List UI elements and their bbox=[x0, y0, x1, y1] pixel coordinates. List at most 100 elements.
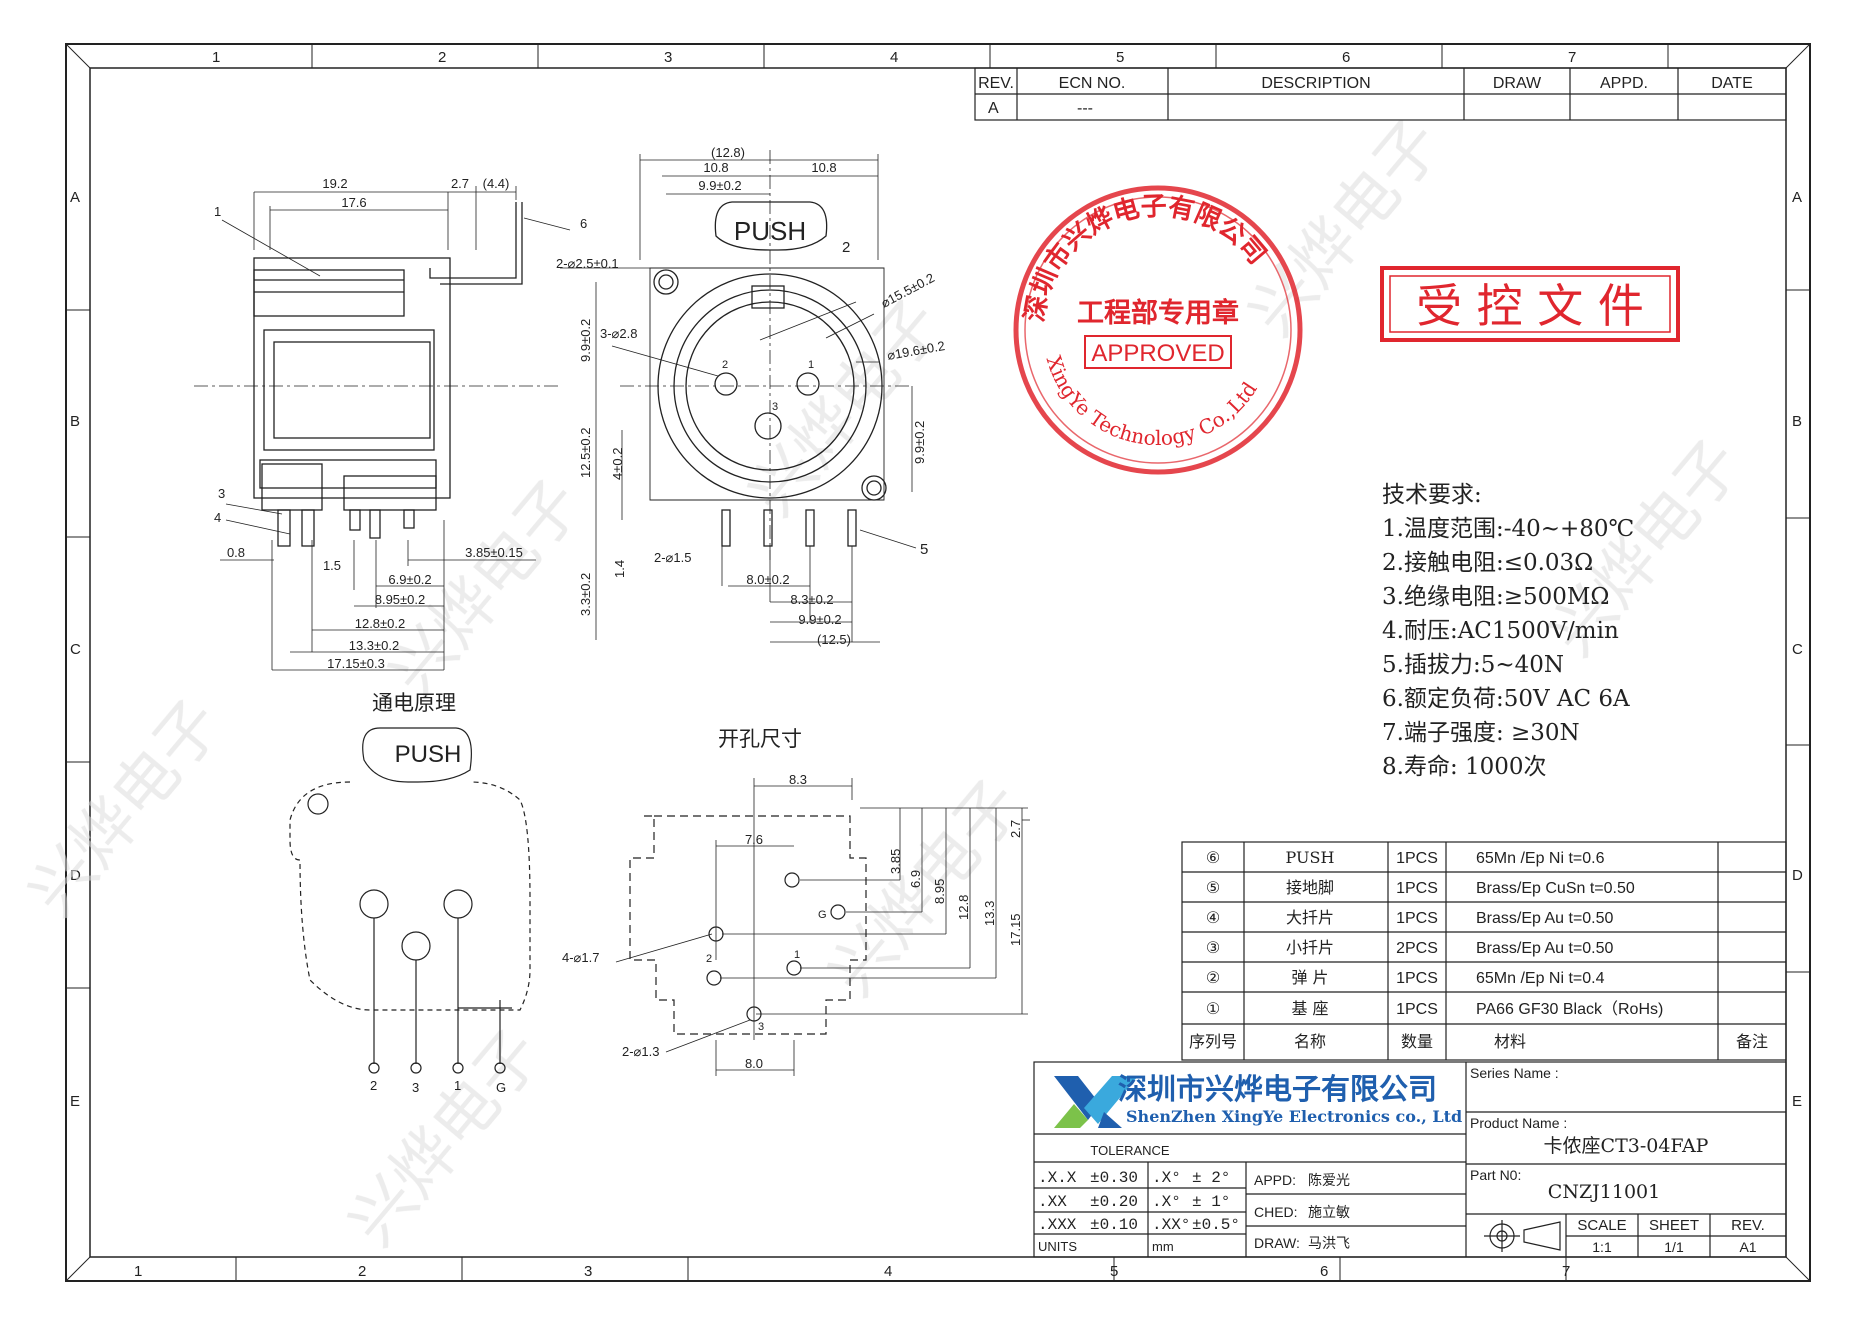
bom-material: Brass/Ep Au t=0.50 bbox=[1476, 910, 1614, 927]
projection-symbol-icon bbox=[1484, 1220, 1561, 1252]
dim-label: 9.9±0.2 bbox=[698, 178, 741, 193]
draw-label: DRAW: bbox=[1254, 1235, 1300, 1251]
schematic-pin-label: G bbox=[496, 1080, 506, 1095]
dim-label: 12.8 bbox=[956, 895, 971, 920]
zone-left-c: C bbox=[70, 641, 81, 658]
zone-right-d: D bbox=[1792, 867, 1803, 884]
zone-top-6: 6 bbox=[1342, 49, 1350, 66]
tolerance-linear-value: ±0.30 bbox=[1090, 1169, 1138, 1187]
pin-label: 1 bbox=[808, 359, 814, 371]
bom-header-name: 名称 bbox=[1294, 1032, 1326, 1051]
dim-label: 3-⌀2.8 bbox=[600, 326, 637, 341]
zone-top-2: 2 bbox=[438, 49, 446, 66]
dim-label: 12.5±0.2 bbox=[578, 427, 593, 478]
scale-value: 1:1 bbox=[1592, 1239, 1612, 1255]
dim-label: 6.9±0.2 bbox=[388, 572, 431, 587]
rev-header-description: DESCRIPTION bbox=[1261, 75, 1370, 92]
draw-value: 马洪飞 bbox=[1308, 1236, 1350, 1252]
bom-header-note: 备注 bbox=[1736, 1032, 1768, 1051]
series-name-label: Series Name : bbox=[1470, 1065, 1559, 1081]
zone-bottom-4: 4 bbox=[884, 1263, 892, 1280]
push-label: PUSH bbox=[734, 216, 806, 246]
dim-label: 10.8 bbox=[703, 160, 728, 175]
tech-req-title: 技术要求: bbox=[1382, 482, 1482, 508]
zone-bottom-6: 6 bbox=[1320, 1263, 1328, 1280]
stamp-approved: APPROVED bbox=[1091, 340, 1224, 367]
callout-label: 3 bbox=[218, 486, 225, 501]
bom-qty: 1PCS bbox=[1396, 1001, 1438, 1018]
sheet-label: SHEET bbox=[1649, 1217, 1699, 1234]
bom-name: 小扦片 bbox=[1286, 938, 1334, 957]
cutout-pin-label: 2 bbox=[706, 953, 712, 965]
tech-req-item: 2.接触电阻:≤0.03Ω bbox=[1382, 550, 1593, 576]
dim-label: 1.5 bbox=[323, 558, 341, 573]
rev-header-appd: APPD. bbox=[1600, 75, 1648, 92]
tolerance-angle: .X° bbox=[1152, 1169, 1181, 1187]
cutout-pin-label: 3 bbox=[758, 1021, 764, 1033]
product-name-value: 卡侬座CT3-04FAP bbox=[1544, 1135, 1709, 1157]
company-name-cn: 深圳市兴烨电子有限公司 bbox=[1118, 1072, 1437, 1106]
schematic-pin-label: 2 bbox=[370, 1078, 377, 1093]
units-label: UNITS bbox=[1038, 1239, 1077, 1254]
callout-label: 4 bbox=[214, 510, 221, 525]
tolerance-linear-value: ±0.20 bbox=[1090, 1193, 1138, 1211]
schematic-title: 通电原理 bbox=[372, 691, 456, 715]
schematic-pin-label: 3 bbox=[412, 1080, 419, 1095]
bom-material: Brass/Ep CuSn t=0.50 bbox=[1476, 880, 1635, 897]
bom-name: 大扦片 bbox=[1286, 908, 1334, 927]
tech-req-item: 8.寿命: 1000次 bbox=[1382, 754, 1547, 780]
rev-row-rev: A bbox=[988, 100, 999, 117]
dim-label: 12.8±0.2 bbox=[355, 616, 406, 631]
side-view: 19.2 17.6 2.7 (4.4) 0.8 1.5 3.85±0.15 6.… bbox=[194, 176, 587, 671]
dim-label: (12.5) bbox=[817, 632, 851, 647]
dim-label: 9.9±0.2 bbox=[912, 421, 927, 464]
bom-qty: 2PCS bbox=[1396, 940, 1438, 957]
dim-label: 13.3±0.2 bbox=[349, 638, 400, 653]
dim-label: 0.8 bbox=[227, 545, 245, 560]
product-name-label: Product Name : bbox=[1470, 1115, 1567, 1131]
rev-label: REV. bbox=[1731, 1217, 1765, 1234]
dim-label: 17.6 bbox=[341, 195, 366, 210]
bom-header-no: 序列号 bbox=[1189, 1032, 1237, 1051]
zone-top-1: 1 bbox=[212, 49, 220, 66]
scale-label: SCALE bbox=[1577, 1217, 1626, 1234]
bom-header-qty: 数量 bbox=[1401, 1032, 1433, 1051]
dim-label: 2.7 bbox=[451, 176, 469, 191]
dim-label: 2-⌀1.3 bbox=[622, 1044, 659, 1059]
dim-label: 8.3 bbox=[789, 772, 807, 787]
zone-bottom-7: 7 bbox=[1562, 1263, 1570, 1280]
zone-left-a: A bbox=[70, 189, 80, 206]
callout-label: 1 bbox=[214, 204, 221, 219]
zone-right-e: E bbox=[1792, 1093, 1802, 1110]
pin-label: 2 bbox=[722, 359, 728, 371]
appd-value: 陈爱光 bbox=[1308, 1172, 1350, 1189]
company-logo-icon bbox=[1054, 1076, 1138, 1128]
tech-req-item: 3.绝缘电阻:≥500MΩ bbox=[1382, 584, 1609, 610]
dim-label: 3.3±0.2 bbox=[578, 573, 593, 616]
zone-bottom-1: 1 bbox=[134, 1263, 142, 1280]
watermark-text: 兴烨电子 bbox=[736, 287, 956, 529]
bom-no: ④ bbox=[1206, 910, 1220, 927]
appd-label: APPD: bbox=[1254, 1172, 1296, 1188]
watermark-text: 兴烨电子 bbox=[376, 467, 596, 709]
title-block: 深圳市兴烨电子有限公司 ShenZhen XingYe Electronics … bbox=[1033, 1061, 1787, 1258]
dim-label: (12.8) bbox=[711, 145, 745, 160]
rev-header-ecn: ECN NO. bbox=[1059, 75, 1126, 92]
tolerance-angle-value: ±0.5° bbox=[1192, 1216, 1240, 1234]
zone-bottom-2: 2 bbox=[358, 1263, 366, 1280]
callout-label: 5 bbox=[920, 541, 928, 558]
zone-top-7: 7 bbox=[1568, 49, 1576, 66]
zone-bottom-5: 5 bbox=[1110, 1263, 1118, 1280]
dim-label: 7.6 bbox=[745, 832, 763, 847]
controlled-document-stamp: 受 控 文 件 bbox=[1380, 266, 1680, 342]
tech-req-item: 6.额定负荷:50V AC 6A bbox=[1382, 686, 1630, 712]
tech-req-item: 4.耐压:AC1500V/min bbox=[1382, 618, 1619, 644]
bom-material: Brass/Ep Au t=0.50 bbox=[1476, 940, 1614, 957]
bom-qty: 1PCS bbox=[1396, 970, 1438, 987]
watermark-text: 兴烨电子 bbox=[16, 687, 236, 929]
watermark-text: 兴烨电子 bbox=[816, 767, 1036, 1009]
tolerance-linear-value: ±0.10 bbox=[1090, 1216, 1138, 1234]
company-name-en: ShenZhen XingYe Electronics co., Ltd bbox=[1126, 1107, 1462, 1126]
rev-row-ecn: --- bbox=[1077, 100, 1093, 117]
